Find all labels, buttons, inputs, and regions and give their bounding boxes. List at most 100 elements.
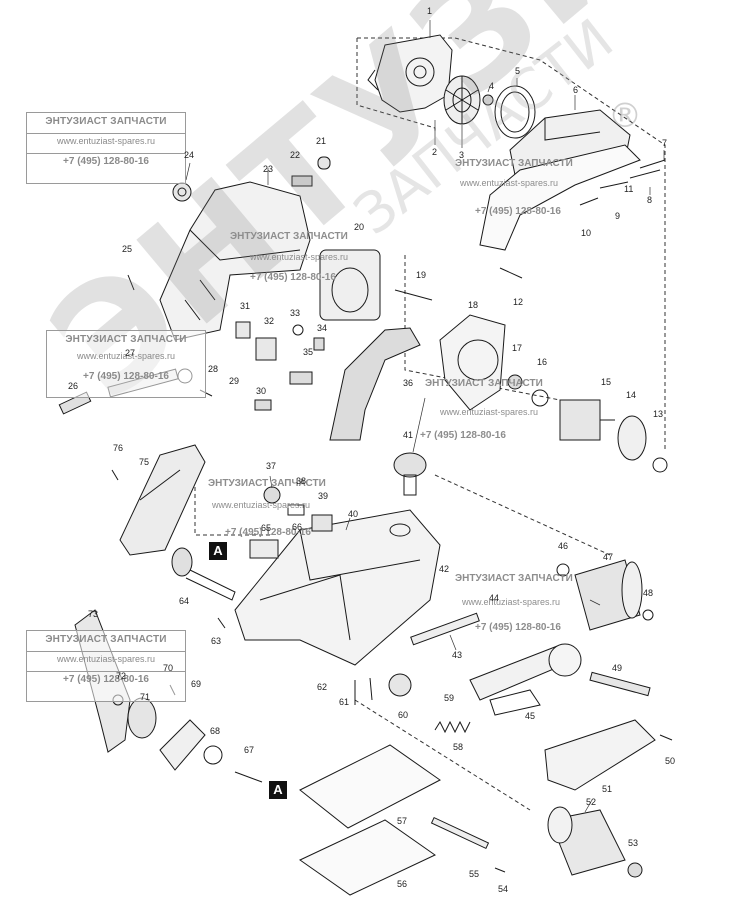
part-56-plate xyxy=(299,819,436,896)
part-number-41: 41 xyxy=(403,430,414,440)
part-number-69: 69 xyxy=(191,679,202,689)
screws-7-12 xyxy=(499,159,666,279)
part-number-67: 67 xyxy=(244,745,255,755)
part-number-7: 7 xyxy=(662,138,668,148)
part-number-13: 13 xyxy=(653,409,664,419)
part-52-drum xyxy=(547,806,626,876)
part-54-screw xyxy=(494,867,506,873)
part-number-5: 5 xyxy=(515,66,521,76)
part-number-15: 15 xyxy=(601,377,612,387)
watermark-box-bottom-left: ЭНТУЗИАСТ ЗАПЧАСТИ www.entuziast-spares.… xyxy=(26,630,186,702)
part-number-36: 36 xyxy=(403,378,414,388)
part-number-70: 70 xyxy=(163,663,174,673)
part-number-48: 48 xyxy=(643,588,654,598)
part-number-17: 17 xyxy=(512,343,523,353)
part-36-front-handle xyxy=(329,327,421,441)
part-number-75: 75 xyxy=(139,457,150,467)
part-number-31: 31 xyxy=(240,301,251,311)
part-number-23: 23 xyxy=(263,164,274,174)
part-58-spring xyxy=(434,720,471,734)
part-number-66: 66 xyxy=(292,522,303,532)
part-number-10: 10 xyxy=(581,228,592,238)
part-44-lever xyxy=(469,643,582,716)
parts-61-62 xyxy=(354,677,373,705)
part-number-47: 47 xyxy=(603,552,614,562)
part-number-34: 34 xyxy=(317,323,328,333)
part-number-54: 54 xyxy=(498,884,509,894)
watermark-phone: +7 (495) 128-80-16 xyxy=(250,272,336,283)
part-number-28: 28 xyxy=(208,364,219,374)
watermark-phone: +7 (495) 128-80-16 xyxy=(475,622,561,633)
watermark-title: ЭНТУЗИАСТ ЗАПЧАСТИ xyxy=(455,158,573,169)
watermark-title: ЭНТУЗИАСТ ЗАПЧАСТИ xyxy=(230,231,348,242)
watermark-title: ЭНТУЗИАСТ ЗАПЧАСТИ xyxy=(45,116,167,127)
part-number-16: 16 xyxy=(537,357,548,367)
watermark-phone: +7 (495) 128-80-16 xyxy=(475,206,561,217)
watermark-phone: +7 (495) 128-80-16 xyxy=(63,156,149,167)
parts-67-72 xyxy=(112,694,263,783)
part-number-59: 59 xyxy=(444,693,455,703)
part-53-nut xyxy=(627,862,643,878)
part-number-11: 11 xyxy=(624,184,634,194)
part-number-43: 43 xyxy=(452,650,463,660)
watermark-site: www.entuziast-spares.ru xyxy=(76,351,176,361)
part-15-armature xyxy=(507,374,668,473)
registered-mark: ® xyxy=(608,96,642,136)
part-number-76: 76 xyxy=(113,443,124,453)
part-60-bearing xyxy=(388,673,412,697)
divider xyxy=(27,133,185,134)
divider xyxy=(27,651,185,652)
watermark-site: www.entuziast-spares.ru xyxy=(250,252,349,262)
part-number-8: 8 xyxy=(647,195,653,205)
watermark-title: ЭНТУЗИАСТ ЗАПЧАСТИ xyxy=(208,478,326,489)
part-number-60: 60 xyxy=(398,710,409,720)
watermark-site: www.entuziast-spares.ru xyxy=(462,597,561,607)
part-number-24: 24 xyxy=(184,150,195,160)
part-number-40: 40 xyxy=(348,509,359,519)
part-number-45: 45 xyxy=(525,711,536,721)
part-number-58: 58 xyxy=(453,742,464,752)
part-75-belt-cover xyxy=(119,444,206,556)
part-22-brush xyxy=(291,175,313,187)
watermark-site: www.entuziast-spares.ru xyxy=(56,136,156,146)
part-number-22: 22 xyxy=(290,150,301,160)
part-18-baffle xyxy=(439,314,506,411)
part-number-61: 61 xyxy=(339,697,350,707)
part-number-68: 68 xyxy=(210,726,221,736)
part-1-gear-cover xyxy=(367,34,453,113)
part-number-37: 37 xyxy=(266,461,277,471)
part-76-screw xyxy=(111,469,119,481)
part-25-screw xyxy=(127,274,135,291)
part-57-plate xyxy=(299,744,441,829)
part-number-63: 63 xyxy=(211,636,222,646)
watermark-title: ЭНТУЗИАСТ ЗАПЧАСТИ xyxy=(455,573,573,584)
part-number-29: 29 xyxy=(229,376,240,386)
part-number-56: 56 xyxy=(397,879,408,889)
part-3-bevel-gear xyxy=(443,75,481,125)
part-19-screw xyxy=(394,289,433,301)
part-number-51: 51 xyxy=(602,784,613,794)
part-number-65: 65 xyxy=(261,523,272,533)
part-number-73: 73 xyxy=(88,609,99,619)
part-number-6: 6 xyxy=(573,85,579,95)
watermark-title: ЭНТУЗИАСТ ЗАПЧАСТИ xyxy=(45,634,167,645)
leader-lines xyxy=(185,20,665,813)
watermark-title: ЭНТУЗИАСТ ЗАПЧАСТИ xyxy=(425,378,543,389)
part-63-screw xyxy=(217,617,226,629)
part-49-pin xyxy=(589,671,651,697)
part-number-50: 50 xyxy=(665,756,676,766)
watermark-site: www.entuziast-spares.ru xyxy=(56,654,156,664)
part-number-12: 12 xyxy=(513,297,524,307)
watermark-site: www.entuziast-spares.ru xyxy=(212,500,311,510)
part-number-62: 62 xyxy=(317,682,328,692)
watermark-box-mid-left: ЭНТУЗИАСТ ЗАПЧАСТИ www.entuziast-spares.… xyxy=(46,330,206,398)
part-number-46: 46 xyxy=(558,541,569,551)
part-number-71: 71 xyxy=(140,692,151,702)
part-number-19: 19 xyxy=(416,270,427,280)
part-number-52: 52 xyxy=(586,797,597,807)
part-50-screw xyxy=(659,734,673,741)
part-21-cap xyxy=(317,156,331,170)
part-number-26: 26 xyxy=(68,381,79,391)
watermark-phone: +7 (495) 128-80-16 xyxy=(83,371,169,382)
